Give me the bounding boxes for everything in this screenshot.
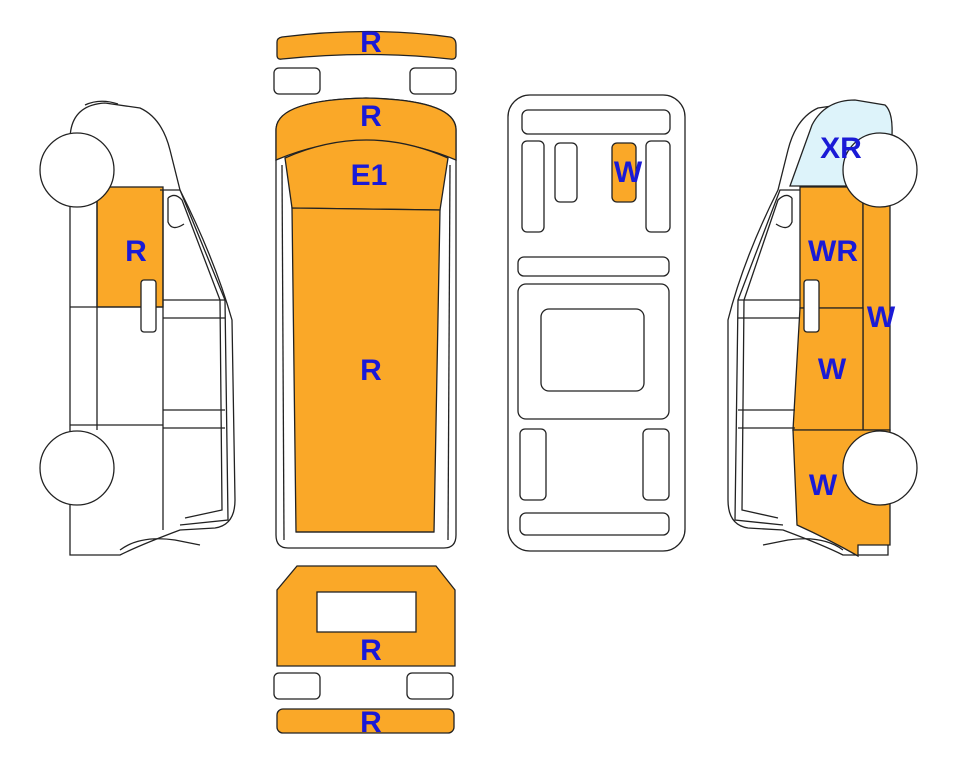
underside-damaged-part <box>611 142 637 203</box>
roof-label: R <box>360 354 382 387</box>
right-side-view: XR WR W W W <box>727 99 918 558</box>
underside-label: W <box>614 156 643 189</box>
right-front-wheel <box>842 132 918 208</box>
right-rear-wheel <box>842 430 918 506</box>
left-rear-wheel <box>39 430 115 506</box>
right-middle-panel-label: W <box>818 353 847 386</box>
top-view: R R E1 R R R <box>273 26 457 739</box>
front-bumper-label: R <box>360 26 382 59</box>
hood-label: R <box>360 100 382 133</box>
windshield-panel <box>284 139 449 211</box>
front-bumper-panel <box>276 30 457 60</box>
right-taillight <box>406 672 454 700</box>
rear-bumper-panel <box>276 708 455 734</box>
left-front-wheel <box>39 132 115 208</box>
left-door-handle <box>140 279 157 333</box>
left-headlight <box>273 67 321 95</box>
left-side-view: R <box>39 100 236 556</box>
right-pillar-label: W <box>867 301 896 334</box>
right-front-corner-label: XR <box>820 132 862 165</box>
rear-window <box>316 591 417 633</box>
right-rear-panel-label: W <box>809 469 838 502</box>
rear-bumper-label: R <box>360 706 382 739</box>
right-front-door-label: WR <box>808 235 858 268</box>
rear-panel-label: R <box>360 634 382 667</box>
left-front-door-label: R <box>125 235 147 268</box>
underside-view: W <box>507 94 686 552</box>
right-door-handle <box>803 279 820 333</box>
right-headlight <box>409 67 457 95</box>
left-taillight <box>273 672 321 700</box>
windshield-label: E1 <box>351 159 388 192</box>
